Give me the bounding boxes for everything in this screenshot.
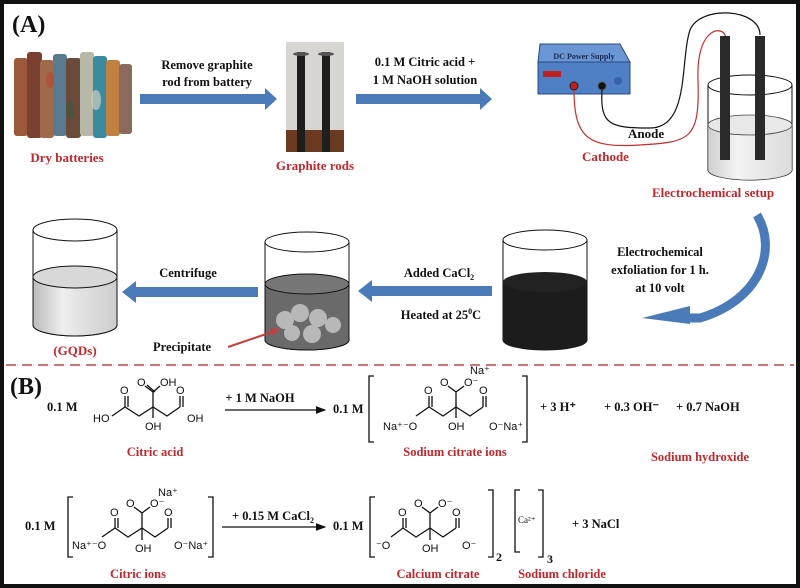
step1-line1: Remove graphite <box>161 58 253 72</box>
precipitate-pointer <box>227 329 279 348</box>
panel-a-label: (A) <box>12 12 45 38</box>
step1-line2: rod from battery <box>162 75 253 89</box>
svg-text:OH: OH <box>145 421 162 433</box>
eq2-product-conc: 0.1 M <box>333 519 364 533</box>
svg-text:Ca²⁺: Ca²⁺ <box>518 515 536 525</box>
anode-label: Anode <box>628 126 664 141</box>
svg-text:OH: OH <box>422 543 439 555</box>
svg-text:O: O <box>440 377 449 389</box>
svg-text:O: O <box>414 498 423 510</box>
svg-text:Na⁺⁻O: Na⁺⁻O <box>72 540 107 552</box>
graphite-rods-label: Graphite rods <box>276 158 354 173</box>
svg-text:Na⁺: Na⁺ <box>158 487 178 499</box>
eq1-byproduct-oh: + 0.3 OH⁻ <box>604 400 659 414</box>
svg-text:OH: OH <box>448 421 465 433</box>
process-arrow-5 <box>122 281 258 303</box>
sodium-chloride-label: Sodium chloride <box>518 567 606 581</box>
eq2-reagent: + 0.15 M CaCl2 <box>232 509 314 525</box>
svg-text:OH: OH <box>187 413 204 425</box>
step2-line2: 1 M NaOH solution <box>373 73 478 87</box>
svg-text:O: O <box>424 385 433 397</box>
process-arrow-4 <box>358 280 492 302</box>
step3-line3: at 10 volt <box>635 281 685 295</box>
citric-ions-structure: O O O O⁻ Na⁺ Na⁺⁻O O⁻Na⁺ OH <box>67 487 214 558</box>
citric-ions-label: Citric ions <box>110 567 166 581</box>
power-supply-label: DC Power Supply <box>553 52 614 61</box>
process-arrow-2 <box>356 88 492 110</box>
calcium-citrate-structure: O O O O⁻ ⁻O O⁻ OH <box>369 489 494 558</box>
svg-text:O⁻: O⁻ <box>464 377 479 389</box>
svg-text:OH: OH <box>160 377 177 389</box>
eq1-reagent: + 1 M NaOH <box>225 391 295 405</box>
sodium-citrate-structure: O O O O⁻ Na⁺ Na⁺⁻O O⁻Na⁺ OH <box>368 365 528 443</box>
panel-b-label: (B) <box>10 374 42 400</box>
sodium-hydroxide-label: Sodium hydroxide <box>651 450 750 464</box>
calcium-subscript: 3 <box>547 552 553 566</box>
centrifuge-label: Centrifuge <box>159 266 217 280</box>
eq1-byproduct-naoh: + 0.7 NaOH <box>676 400 740 414</box>
svg-text:O⁻: O⁻ <box>438 498 453 510</box>
citric-acid-label: Citric acid <box>127 445 184 459</box>
electrochemical-beaker <box>707 36 793 181</box>
svg-text:⁻O: ⁻O <box>376 540 391 552</box>
precipitate-pointer-head <box>270 328 280 336</box>
electrochemical-setup-label: Electrochemical setup <box>652 185 774 200</box>
svg-text:O: O <box>398 507 407 519</box>
svg-text:O: O <box>452 507 461 519</box>
step3-line1: Electrochemical <box>617 245 703 259</box>
svg-text:O: O <box>126 498 135 510</box>
batteries-image <box>10 50 135 138</box>
eq1-byproduct-h: + 3 H⁺ <box>540 400 576 414</box>
svg-text:Na⁺: Na⁺ <box>470 365 490 377</box>
svg-text:O: O <box>176 385 185 397</box>
calcium-citrate-label: Calcium citrate <box>397 567 480 581</box>
svg-text:O: O <box>137 377 146 389</box>
black-solution-beaker <box>502 229 588 351</box>
anode-wire <box>601 12 761 129</box>
eq1-reactant-conc: 0.1 M <box>47 400 78 414</box>
calcium-ion-bracket: Ca²⁺ <box>514 489 544 558</box>
eq2-byproduct: + 3 NaCl <box>572 517 620 531</box>
svg-text:HO: HO <box>93 413 110 425</box>
precipitate-label: Precipitate <box>153 340 212 354</box>
svg-text:O: O <box>120 385 129 397</box>
svg-text:O: O <box>479 385 488 397</box>
step3-line2: exfoliation for 1 h. <box>611 263 709 277</box>
step4-line1: Added CaCl2 <box>404 266 474 282</box>
svg-text:O: O <box>164 507 173 519</box>
step2-line1: 0.1 M Citric acid + <box>375 55 476 69</box>
curved-arrow-head <box>642 306 690 324</box>
cathode-wire <box>573 30 727 147</box>
svg-text:O⁻Na⁺: O⁻Na⁺ <box>174 540 208 552</box>
svg-text:O⁻Na⁺: O⁻Na⁺ <box>489 421 523 433</box>
process-arrow-1 <box>140 88 277 110</box>
svg-text:O: O <box>110 507 119 519</box>
gqds-label: (GQDs) <box>53 343 96 358</box>
eq1-product-conc: 0.1 M <box>333 402 364 416</box>
step4-line2: Heated at 250C <box>401 307 481 322</box>
svg-text:O⁻: O⁻ <box>150 498 165 510</box>
citric-acid-structure: O O O OH HO OH OH <box>93 377 204 433</box>
gqd-beaker <box>32 218 118 337</box>
graphite-rods-image <box>286 42 344 152</box>
eq2-reactant-conc: 0.1 M <box>25 519 56 533</box>
curved-process-arrow <box>684 212 770 323</box>
precipitate-beaker <box>264 231 350 351</box>
svg-text:O⁻: O⁻ <box>462 540 477 552</box>
sodium-citrate-label: Sodium citrate ions <box>403 445 507 459</box>
citrate-subscript: 2 <box>496 550 502 564</box>
cathode-label: Cathode <box>582 149 629 164</box>
svg-text:OH: OH <box>135 543 152 555</box>
dry-batteries-label: Dry batteries <box>30 150 103 165</box>
svg-text:Na⁺⁻O: Na⁺⁻O <box>383 421 418 433</box>
